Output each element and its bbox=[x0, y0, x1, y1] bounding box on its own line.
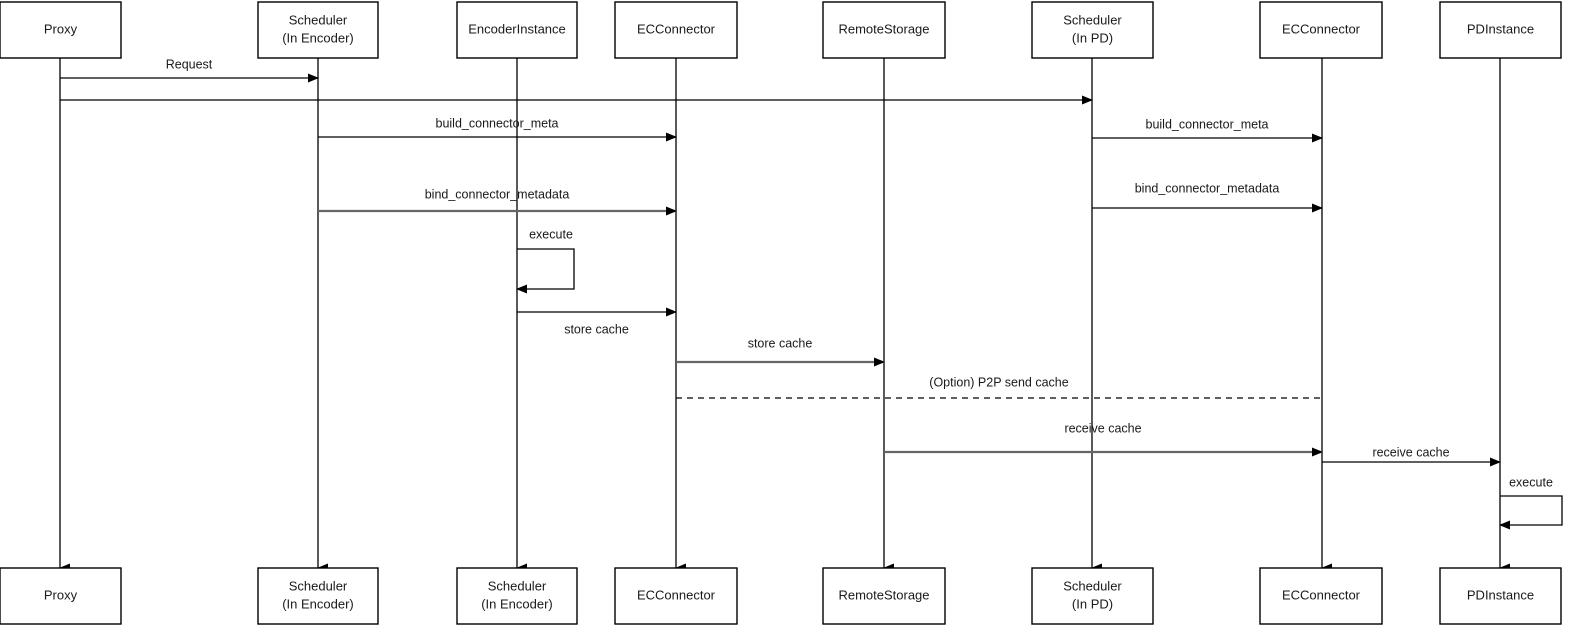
bottom-participant-boxes: Proxy Scheduler (In Encoder) Scheduler (In E… bbox=[0, 567, 1562, 625]
participant-top-rect[interactable] bbox=[822, 1, 946, 59]
message-m9: (Option) P2P send cache bbox=[676, 375, 1322, 399]
participant-bottom-label-line2: (In Encoder) bbox=[282, 596, 354, 611]
participant-top-proxy[interactable]: Proxy bbox=[0, 1, 122, 59]
participant-top-label-line1: Scheduler bbox=[1063, 12, 1122, 27]
participant-bottom-rect[interactable] bbox=[614, 567, 738, 625]
participant-bottom-pd_inst[interactable]: PDInstance bbox=[1439, 567, 1562, 625]
message-label: bind_connector_metadata bbox=[425, 187, 570, 201]
self-message-s2: execute bbox=[1499, 475, 1563, 530]
participant-top-encoder_inst[interactable]: EncoderInstance bbox=[456, 1, 578, 59]
participant-top-rect[interactable] bbox=[1259, 1, 1383, 59]
participant-top-label-line2: (In PD) bbox=[1072, 30, 1113, 45]
message-label: receive cache bbox=[1372, 445, 1449, 459]
participant-top-rect[interactable] bbox=[1031, 1, 1154, 59]
participant-bottom-encoder_inst[interactable]: Scheduler (In Encoder) bbox=[456, 567, 578, 625]
participant-top-rect[interactable] bbox=[1439, 1, 1562, 59]
participant-bottom-rect[interactable] bbox=[1259, 567, 1383, 625]
participant-top-label-line1: Scheduler bbox=[289, 12, 348, 27]
participant-bottom-label-line1: Scheduler bbox=[1063, 578, 1122, 593]
participant-top-ec_conn_enc[interactable]: ECConnector bbox=[614, 1, 738, 59]
participant-top-sched_enc[interactable]: Scheduler (In Encoder) bbox=[257, 1, 379, 59]
participant-bottom-label-line2: (In Encoder) bbox=[481, 596, 553, 611]
self-message-label: execute bbox=[1509, 475, 1553, 489]
participant-bottom-rect[interactable] bbox=[257, 567, 379, 625]
participant-bottom-rect[interactable] bbox=[456, 567, 578, 625]
participant-bottom-label-line1: ECConnector bbox=[637, 587, 716, 602]
participant-bottom-proxy[interactable]: Proxy bbox=[0, 567, 122, 625]
message-label: build_connector_meta bbox=[1146, 117, 1269, 131]
message-m6: bind_connector_metadata bbox=[1092, 181, 1323, 213]
message-m10: receive cache bbox=[884, 421, 1323, 457]
message-m8: store cache bbox=[676, 336, 885, 367]
participant-bottom-label-line1: RemoteStorage bbox=[838, 587, 929, 602]
participant-top-rect[interactable] bbox=[257, 1, 379, 59]
participant-top-rect[interactable] bbox=[0, 1, 122, 59]
message-label: bind_connector_metadata bbox=[1135, 181, 1280, 195]
participant-top-label-line1: PDInstance bbox=[1467, 21, 1534, 36]
message-m1: Request bbox=[60, 57, 319, 83]
message-label: Request bbox=[166, 57, 213, 71]
participant-bottom-rect[interactable] bbox=[822, 567, 946, 625]
participant-top-rect[interactable] bbox=[614, 1, 738, 59]
message-label: store cache bbox=[564, 322, 629, 336]
participant-top-label-line1: ECConnector bbox=[1282, 21, 1361, 36]
message-m4: build_connector_meta bbox=[1092, 117, 1323, 143]
participant-top-label-line1: ECConnector bbox=[637, 21, 716, 36]
participant-top-label-line2: (In Encoder) bbox=[282, 30, 354, 45]
participant-bottom-ec_conn_enc[interactable]: ECConnector bbox=[614, 567, 738, 625]
message-label: store cache bbox=[748, 336, 813, 350]
participant-top-label-line1: EncoderInstance bbox=[468, 21, 566, 36]
participant-top-label-line1: RemoteStorage bbox=[838, 21, 929, 36]
message-label: receive cache bbox=[1064, 421, 1141, 435]
participant-top-pd_inst[interactable]: PDInstance bbox=[1439, 1, 1562, 59]
message-label: build_connector_meta bbox=[436, 116, 559, 130]
self-message-path bbox=[1499, 495, 1563, 530]
participant-top-sched_pd[interactable]: Scheduler (In PD) bbox=[1031, 1, 1154, 59]
participant-bottom-rect[interactable] bbox=[0, 567, 122, 625]
participant-top-label-line1: Proxy bbox=[44, 21, 78, 36]
participant-bottom-ec_conn_pd[interactable]: ECConnector bbox=[1259, 567, 1383, 625]
participant-bottom-label-line1: Scheduler bbox=[289, 578, 348, 593]
top-participant-boxes: Proxy Scheduler (In Encoder) EncoderInstanc… bbox=[0, 1, 1562, 59]
message-m7: store cache bbox=[517, 307, 677, 336]
self-message-path bbox=[516, 248, 575, 294]
participant-bottom-sched_enc[interactable]: Scheduler (In Encoder) bbox=[257, 567, 379, 625]
participant-top-rect[interactable] bbox=[456, 1, 578, 59]
participant-bottom-remote_store[interactable]: RemoteStorage bbox=[822, 567, 946, 625]
participant-bottom-label-line1: Scheduler bbox=[488, 578, 547, 593]
message-label: (Option) P2P send cache bbox=[929, 375, 1068, 389]
participant-bottom-label-line1: Proxy bbox=[44, 587, 78, 602]
participant-top-remote_store[interactable]: RemoteStorage bbox=[822, 1, 946, 59]
participant-bottom-label-line1: ECConnector bbox=[1282, 587, 1361, 602]
participant-bottom-rect[interactable] bbox=[1439, 567, 1562, 625]
participant-bottom-label-line1: PDInstance bbox=[1467, 587, 1534, 602]
self-message-label: execute bbox=[529, 227, 573, 241]
message-m5: bind_connector_metadata bbox=[318, 187, 677, 216]
participant-bottom-rect[interactable] bbox=[1031, 567, 1154, 625]
self-messages-layer: execute execute bbox=[516, 227, 1563, 530]
message-m11: receive cache bbox=[1322, 445, 1501, 467]
message-m3: build_connector_meta bbox=[318, 116, 677, 142]
participant-bottom-sched_pd[interactable]: Scheduler (In PD) bbox=[1031, 567, 1154, 625]
participant-top-ec_conn_pd[interactable]: ECConnector bbox=[1259, 1, 1383, 59]
messages-layer: Request build_connector_meta build_connect… bbox=[60, 57, 1501, 467]
self-message-s1: execute bbox=[516, 227, 575, 294]
participant-bottom-label-line2: (In PD) bbox=[1072, 596, 1113, 611]
lifelines-layer bbox=[59, 58, 1510, 573]
